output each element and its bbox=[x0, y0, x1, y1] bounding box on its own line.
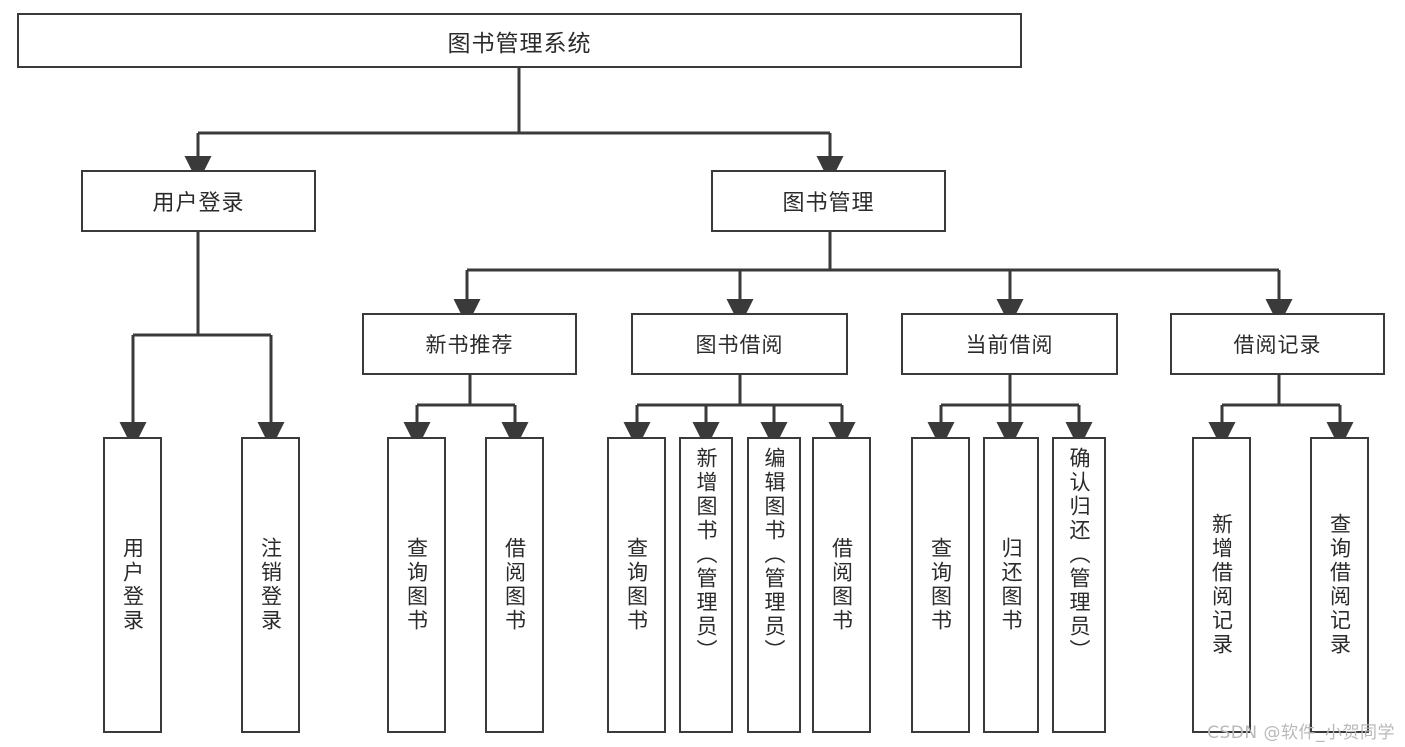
node-borrow-record[interactable]: 借阅记录 bbox=[1170, 313, 1385, 375]
leaf-book-borrow-borrow-label: 借阅图书 bbox=[829, 537, 854, 633]
node-book-management[interactable]: 图书管理 bbox=[711, 170, 946, 232]
leaf-user-login-logout-label: 注销登录 bbox=[258, 537, 283, 633]
leaf-new-book-borrow[interactable]: 借阅图书 bbox=[485, 437, 544, 733]
node-current-borrow[interactable]: 当前借阅 bbox=[901, 313, 1118, 375]
leaf-current-borrow-confirm[interactable]: 确认归还（管理员） bbox=[1052, 437, 1106, 733]
node-book-borrow-label: 图书借阅 bbox=[695, 333, 784, 357]
node-book-borrow[interactable]: 图书借阅 bbox=[631, 313, 848, 375]
leaf-new-book-query[interactable]: 查询图书 bbox=[387, 437, 446, 733]
leaf-current-borrow-return[interactable]: 归还图书 bbox=[983, 437, 1039, 733]
leaf-borrow-record-query[interactable]: 查询借阅记录 bbox=[1310, 437, 1369, 733]
leaf-user-login-login[interactable]: 用户登录 bbox=[103, 437, 162, 733]
leaf-new-book-query-label: 查询图书 bbox=[404, 537, 429, 633]
leaf-book-borrow-edit[interactable]: 编辑图书（管理员） bbox=[747, 437, 801, 733]
leaf-new-book-borrow-label: 借阅图书 bbox=[502, 537, 527, 633]
node-root[interactable]: 图书管理系统 bbox=[17, 13, 1022, 68]
leaf-book-borrow-edit-label: 编辑图书（管理员） bbox=[762, 447, 787, 663]
node-user-login-label: 用户登录 bbox=[152, 191, 245, 216]
leaf-user-login-login-label: 用户登录 bbox=[120, 537, 145, 633]
leaf-current-borrow-query[interactable]: 查询图书 bbox=[911, 437, 970, 733]
node-root-label: 图书管理系统 bbox=[447, 30, 592, 57]
leaf-book-borrow-query[interactable]: 查询图书 bbox=[607, 437, 666, 733]
node-book-management-label: 图书管理 bbox=[782, 191, 875, 216]
node-new-book-recommend[interactable]: 新书推荐 bbox=[362, 313, 577, 375]
leaf-current-borrow-query-label: 查询图书 bbox=[928, 537, 953, 633]
leaf-user-login-logout[interactable]: 注销登录 bbox=[241, 437, 300, 733]
node-borrow-record-label: 借阅记录 bbox=[1233, 333, 1322, 357]
leaf-borrow-record-add[interactable]: 新增借阅记录 bbox=[1192, 437, 1251, 733]
watermark-text: CSDN @软件_小贺同学 bbox=[1207, 723, 1395, 743]
leaf-borrow-record-add-label: 新增借阅记录 bbox=[1209, 513, 1234, 657]
node-new-book-recommend-label: 新书推荐 bbox=[425, 333, 514, 357]
node-current-borrow-label: 当前借阅 bbox=[965, 333, 1054, 357]
leaf-current-borrow-confirm-label: 确认归还（管理员） bbox=[1067, 447, 1092, 663]
leaf-book-borrow-borrow[interactable]: 借阅图书 bbox=[812, 437, 871, 733]
leaf-book-borrow-query-label: 查询图书 bbox=[624, 537, 649, 633]
leaf-current-borrow-return-label: 归还图书 bbox=[999, 537, 1024, 633]
node-user-login[interactable]: 用户登录 bbox=[81, 170, 316, 232]
leaf-book-borrow-add[interactable]: 新增图书（管理员） bbox=[679, 437, 733, 733]
leaf-borrow-record-query-label: 查询借阅记录 bbox=[1327, 513, 1352, 657]
leaf-book-borrow-add-label: 新增图书（管理员） bbox=[694, 447, 719, 663]
